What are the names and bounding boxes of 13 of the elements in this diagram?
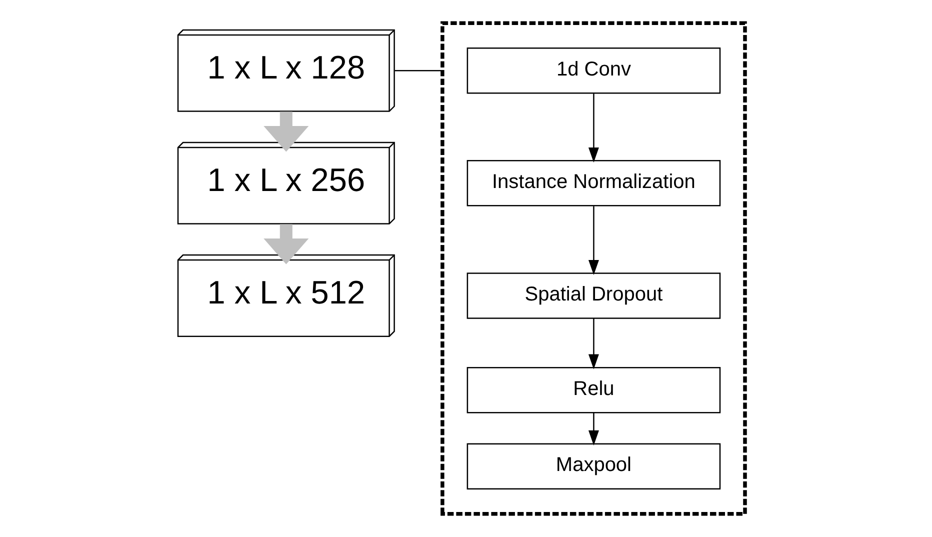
cluster	[440, 21, 746, 516]
arrow	[588, 94, 598, 162]
node-box: Maxpool	[466, 443, 720, 490]
node-box: Relu	[466, 366, 720, 414]
node-box: Spatial Dropout	[466, 272, 720, 319]
connector	[394, 70, 442, 72]
arrow	[263, 112, 308, 152]
arrow	[588, 318, 598, 370]
node-box: 1d Conv	[466, 48, 720, 94]
arrow	[588, 206, 598, 276]
arrow	[263, 224, 308, 264]
arrow	[588, 412, 598, 446]
node-box: Instance Normalization	[466, 160, 720, 206]
